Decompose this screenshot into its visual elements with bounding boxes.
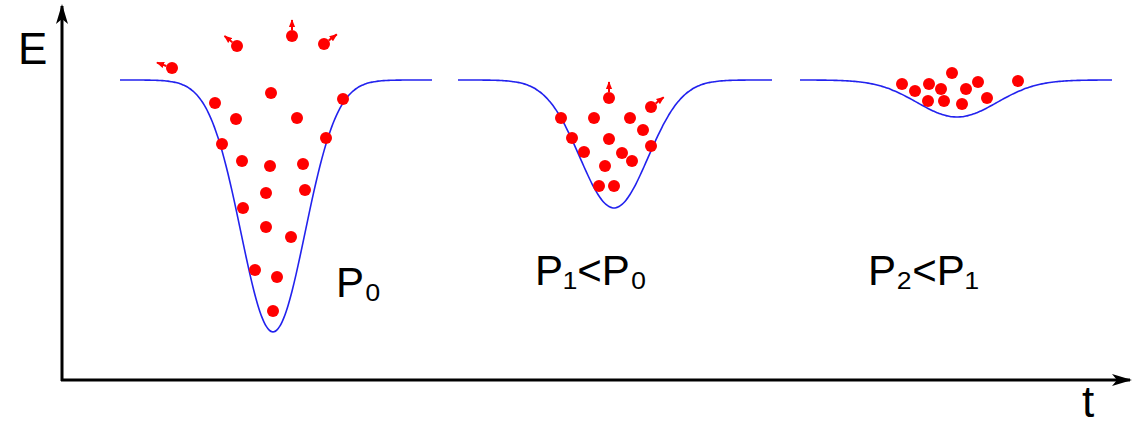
axis-label: E [18,27,47,71]
particle [645,140,657,152]
particle [318,38,330,50]
particle [249,264,261,276]
particle [603,133,615,145]
potential-wells [120,80,1112,332]
particle [265,87,277,99]
potential-well [458,80,772,208]
particle [230,113,242,125]
particle [603,92,615,104]
particle [166,62,178,74]
potential-well [800,80,1112,117]
particle [271,271,283,283]
particle [599,160,611,172]
power-label: P₁<P₀ [535,250,647,292]
escape-arrow [329,34,337,40]
particle [260,187,272,199]
escape-arrow [608,82,610,92]
particle [1012,75,1024,87]
particle [566,132,578,144]
particle [593,180,605,192]
energy-axis [61,6,64,381]
escape-arrow [656,97,664,103]
escape-arrow [225,36,233,42]
particle [260,221,272,233]
particle [972,76,984,88]
particle [291,112,303,124]
time-axis [61,379,1130,382]
particle [608,180,620,192]
particle [236,155,248,167]
particle [285,231,297,243]
particle [216,138,228,150]
particle [938,95,950,107]
particle [267,305,279,317]
particle [909,85,921,97]
particle [555,112,567,124]
particle [237,202,249,214]
particle [960,83,972,95]
particle [981,92,993,104]
particle [645,101,657,113]
particle [896,78,908,90]
escape-arrow [157,63,166,66]
axis-label: t [1082,380,1094,424]
particle [299,184,311,196]
particle [616,147,628,159]
particle [935,83,947,95]
particles [157,20,1024,317]
particle [637,124,649,136]
power-label: P₂<P₁ [868,250,979,292]
particle [922,95,934,107]
particle [264,160,276,172]
particle [337,93,349,105]
particle [956,98,968,110]
particle [578,146,590,158]
particle [588,112,600,124]
particle [624,112,636,124]
particle [297,158,309,170]
escape-arrow [291,20,293,30]
power-label: P₀ [336,262,381,304]
particle [923,78,935,90]
particle [231,40,243,52]
particle [286,30,298,42]
particle [946,67,958,79]
particle [320,132,332,144]
particle [626,155,638,167]
potential-well [120,80,432,332]
particle [209,97,221,109]
